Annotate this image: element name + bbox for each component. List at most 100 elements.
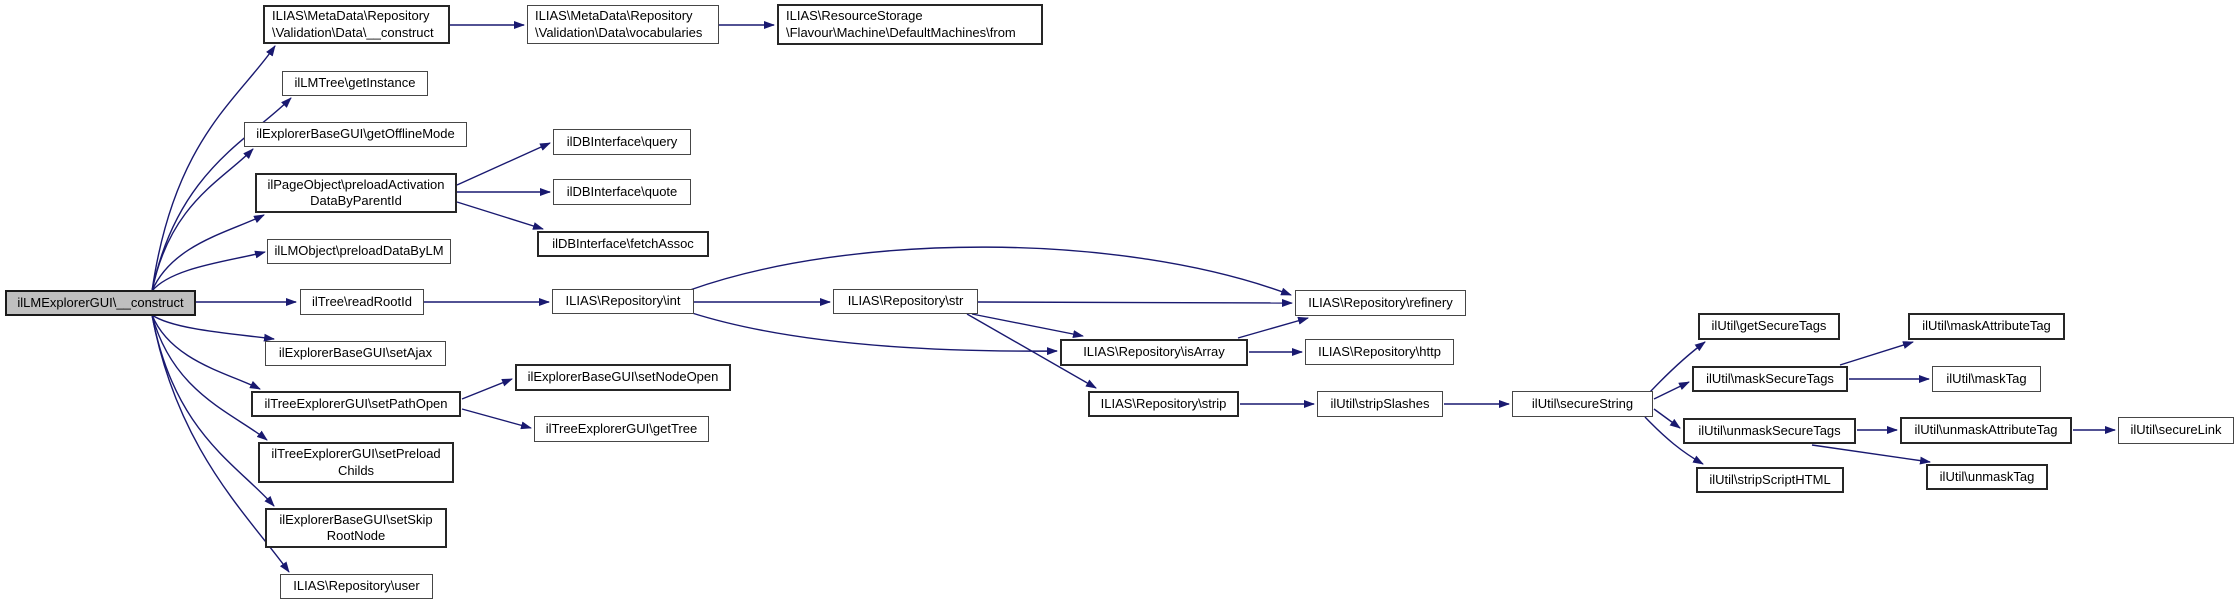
node-label-line: ilLMExplorerGUI\__construct <box>17 294 184 310</box>
node-label-line: ilUtil\unmaskAttributeTag <box>1914 422 2058 438</box>
node-label-line: ILIAS\Repository\strip <box>1100 395 1227 411</box>
node-label-line: ilExplorerBaseGUI\setAjax <box>278 345 433 361</box>
graph-node-md_construct[interactable]: ILIAS\MetaData\Repository\Validation\Dat… <box>263 5 450 44</box>
graph-node-repo_http[interactable]: ILIAS\Repository\http <box>1305 339 1454 365</box>
graph-node-db_fetchAssoc[interactable]: ilDBInterface\fetchAssoc <box>537 231 709 257</box>
node-label-line: Childs <box>337 462 375 478</box>
call-edge-util_maskSecureTags-to-util_maskAttributeTag <box>1839 341 1914 366</box>
node-label-line: ilDBInterface\fetchAssoc <box>552 235 694 251</box>
node-label-line: ilTreeExplorerGUI\setPathOpen <box>264 395 448 411</box>
node-label-line: ilLMTree\getInstance <box>294 75 416 91</box>
graph-node-db_quote[interactable]: ilDBInterface\quote <box>553 179 691 205</box>
node-label-line: ilUtil\stripSlashes <box>1330 395 1430 411</box>
call-edge-util_unmaskSecureTags-to-util_unmaskTag <box>1811 444 1931 465</box>
node-label-line: ilUtil\stripScriptHTML <box>1709 471 1831 487</box>
node-label-line: \Validation\Data\__construct <box>272 24 434 40</box>
call-edge-construct_root-to-lmtree_getInstance <box>151 97 292 292</box>
node-label-line: ilTreeExplorerGUI\getTree <box>545 420 698 436</box>
node-label-line: ILIAS\Repository\isArray <box>1083 344 1225 360</box>
node-label-line: ilExplorerBaseGUI\setSkip <box>279 511 433 527</box>
node-label-line: ILIAS\Repository\http <box>1318 343 1441 359</box>
call-edge-util_secureString-to-util_maskSecureTags <box>1653 381 1690 400</box>
graph-node-lmobj_preloadDataByLM[interactable]: ilLMObject\preloadDataByLM <box>267 239 451 264</box>
graph-node-util_unmaskAttributeTag[interactable]: ilUtil\unmaskAttributeTag <box>1900 417 2072 444</box>
node-label-line: ilPageObject\preloadActivation <box>267 176 445 192</box>
call-edge-construct_root-to-repo_user <box>151 314 290 573</box>
node-label-line: \Validation\Data\vocabularies <box>535 24 703 40</box>
graph-node-repo_isArray[interactable]: ILIAS\Repository\isArray <box>1060 339 1248 366</box>
node-label-line: DataByParentId <box>310 193 402 208</box>
graph-node-util_unmaskSecureTags[interactable]: ilUtil\unmaskSecureTags <box>1683 418 1856 444</box>
call-edge-repo_str-to-repo_isArray <box>971 313 1084 338</box>
node-label-line: ilUtil\maskAttributeTag <box>1922 318 2051 334</box>
node-label-line: ILIAS\Repository\user <box>293 578 420 594</box>
call-edge-util_secureString-to-util_unmaskSecureTags <box>1653 408 1681 429</box>
node-label-line: ilTree\readRootId <box>312 293 412 309</box>
graph-node-util_maskTag[interactable]: ilUtil\maskTag <box>1932 366 2041 392</box>
graph-node-repo_user[interactable]: ILIAS\Repository\user <box>280 574 433 599</box>
node-label-line: ilDBInterface\query <box>566 133 678 149</box>
node-label-line: ilUtil\maskSecureTags <box>1706 370 1834 386</box>
graph-node-util_stripSlashes[interactable]: ilUtil\stripSlashes <box>1317 391 1443 417</box>
node-label-line: RootNode <box>326 528 386 543</box>
node-label-line: ilTreeExplorerGUI\setPreload <box>271 446 441 462</box>
graph-node-util_maskAttributeTag[interactable]: ilUtil\maskAttributeTag <box>1908 313 2065 340</box>
graph-node-util_secureString[interactable]: ilUtil\secureString <box>1512 391 1653 417</box>
call-edge-tree_setPathOpen-to-tree_getTree <box>461 408 532 430</box>
graph-node-util_maskSecureTags[interactable]: ilUtil\maskSecureTags <box>1692 366 1848 392</box>
node-label-line: ilUtil\secureLink <box>2130 422 2222 438</box>
node-label-line: ilUtil\getSecureTags <box>1711 318 1827 334</box>
node-label-line: ILIAS\Repository\refinery <box>1308 294 1453 310</box>
graph-node-tree_getTree[interactable]: ilTreeExplorerGUI\getTree <box>534 416 709 442</box>
call-edge-repo_str-to-repo_strip <box>966 313 1097 389</box>
graph-node-rs_from[interactable]: ILIAS\ResourceStorage\Flavour\Machine\De… <box>777 4 1043 45</box>
graph-node-exp_setNodeOpen[interactable]: ilExplorerBaseGUI\setNodeOpen <box>515 364 731 391</box>
graph-node-lmtree_getInstance[interactable]: ilLMTree\getInstance <box>282 71 428 96</box>
graph-node-exp_setAjax[interactable]: ilExplorerBaseGUI\setAjax <box>265 341 446 366</box>
call-edge-repo_int-to-repo_refinery <box>689 246 1292 296</box>
graph-node-repo_strip[interactable]: ILIAS\Repository\strip <box>1088 391 1239 417</box>
node-label-line: ilDBInterface\quote <box>566 183 678 199</box>
call-edge-construct_root-to-exp_getOfflineMode <box>151 148 254 292</box>
call-edge-util_secureString-to-util_getSecureTags <box>1649 341 1706 393</box>
graph-node-util_secureLink[interactable]: ilUtil\secureLink <box>2118 417 2234 444</box>
graph-node-util_getSecureTags[interactable]: ilUtil\getSecureTags <box>1698 313 1840 340</box>
graph-node-tree_setPathOpen[interactable]: ilTreeExplorerGUI\setPathOpen <box>251 391 461 417</box>
node-label-line: ILIAS\ResourceStorage <box>786 8 923 24</box>
graph-node-repo_int[interactable]: ILIAS\Repository\int <box>552 289 694 314</box>
node-label-line: ilUtil\secureString <box>1531 395 1634 411</box>
graph-node-repo_str[interactable]: ILIAS\Repository\str <box>833 289 978 314</box>
call-edge-construct_root-to-exp_setAjax <box>151 314 275 342</box>
call-edge-tree_setPathOpen-to-exp_setNodeOpen <box>461 378 513 400</box>
node-label-line: ILIAS\Repository\str <box>847 293 964 309</box>
call-edge-construct_root-to-md_construct <box>151 45 276 292</box>
call-edge-construct_root-to-lmobj_preloadDataByLM <box>151 250 266 292</box>
node-label-line: ilUtil\maskTag <box>1946 370 2027 386</box>
call-edge-repo_isArray-to-repo_refinery <box>1237 316 1309 339</box>
node-label-line: ilExplorerBaseGUI\getOfflineMode <box>256 126 455 142</box>
call-edge-repo_int-to-repo_isArray <box>691 312 1058 356</box>
graph-node-md_vocabularies[interactable]: ILIAS\MetaData\Repository\Validation\Dat… <box>527 5 719 44</box>
call-edge-page_preloadActivation-to-db_fetchAssoc <box>456 201 544 230</box>
graph-node-repo_refinery[interactable]: ILIAS\Repository\refinery <box>1295 290 1466 316</box>
node-label-line: ilLMObject\preloadDataByLM <box>274 243 444 259</box>
graph-node-exp_getOfflineMode[interactable]: ilExplorerBaseGUI\getOfflineMode <box>244 122 467 147</box>
call-edge-repo_str-to-repo_refinery <box>977 298 1293 307</box>
node-label-line: ilExplorerBaseGUI\setNodeOpen <box>527 369 719 385</box>
node-label-line: ILIAS\MetaData\Repository <box>272 8 430 24</box>
node-label-line: ILIAS\MetaData\Repository <box>535 8 693 24</box>
call-edge-page_preloadActivation-to-db_query <box>456 142 551 186</box>
call-edge-construct_root-to-tree_setPathOpen <box>151 314 261 390</box>
graph-node-tree_readRootId[interactable]: ilTree\readRootId <box>300 289 424 315</box>
graph-node-util_unmaskTag[interactable]: ilUtil\unmaskTag <box>1926 464 2048 490</box>
node-label-line: \Flavour\Machine\DefaultMachines\from <box>786 24 1016 40</box>
node-label-line: ILIAS\Repository\int <box>565 293 681 309</box>
call-edge-util_secureString-to-util_stripScriptHTML <box>1644 416 1704 465</box>
graph-node-db_query[interactable]: ilDBInterface\query <box>553 129 691 155</box>
graph-node-util_stripScriptHTML[interactable]: ilUtil\stripScriptHTML <box>1696 467 1844 493</box>
